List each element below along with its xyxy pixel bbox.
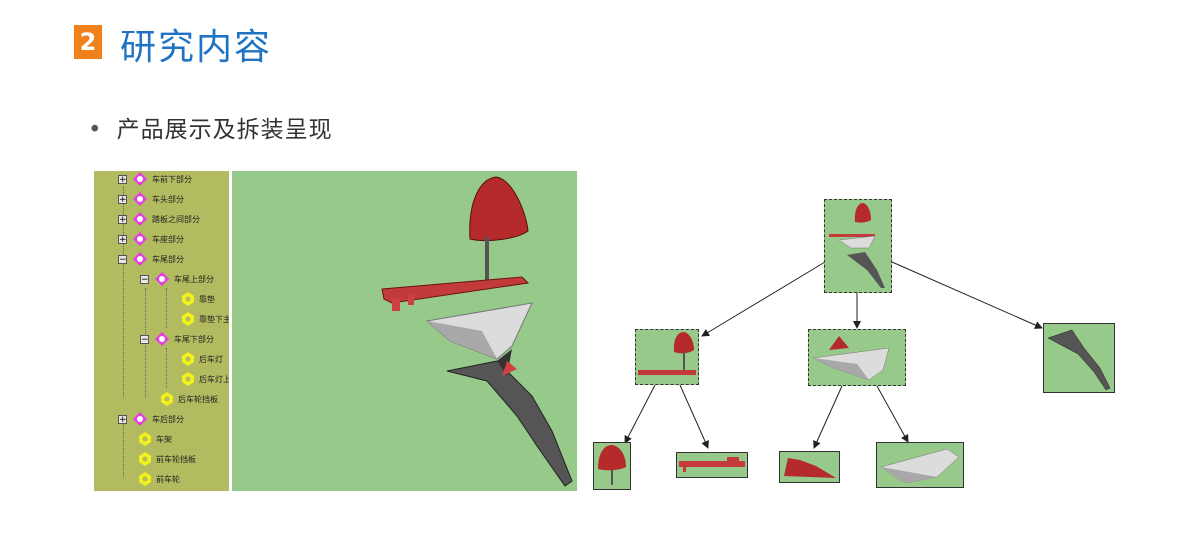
tree-node[interactable]: + 车头部分 — [118, 191, 184, 207]
tree-node-label: 车尾下部分 — [174, 334, 214, 344]
part-icon — [182, 292, 194, 306]
slide-title: 研究内容 — [120, 27, 273, 68]
tree-node[interactable]: 靠垫下主 — [182, 311, 229, 327]
tree-connector — [123, 417, 124, 477]
panel-divider[interactable] — [229, 171, 231, 491]
tree-node-label: 后车灯 — [199, 354, 223, 364]
rear-assembly-thumbnail — [829, 203, 885, 288]
tree-node-label: 踏板之间部分 — [152, 214, 200, 224]
diagram-node-cushion-lower — [676, 452, 748, 478]
tree-node[interactable]: − 车尾下部分 — [140, 331, 214, 347]
tree-connector — [166, 348, 167, 388]
tree-node[interactable]: + 踏板之间部分 — [118, 211, 200, 227]
tree-node-label: 后车灯上 — [199, 374, 229, 384]
tree-node[interactable]: 后车灯 — [182, 351, 223, 367]
expand-icon[interactable]: + — [118, 174, 127, 185]
tail-light-upper-thumbnail — [880, 448, 960, 484]
tree-node-label: 后车轮挡板 — [178, 394, 218, 404]
tree-node-label: 前车轮 — [156, 474, 180, 484]
collapse-icon[interactable]: − — [140, 334, 149, 345]
tree-node-label: 车尾部分 — [152, 254, 184, 264]
diagram-node-rear-lower — [808, 329, 906, 386]
tree-node-label: 车座部分 — [152, 234, 184, 244]
part-icon — [182, 312, 194, 326]
tree-node-label: 车前下部分 — [152, 174, 192, 184]
collapse-icon[interactable]: − — [118, 254, 127, 265]
expand-icon[interactable]: + — [118, 414, 127, 425]
tree-connector — [166, 288, 167, 328]
tree-node-label: 车后部分 — [152, 414, 184, 424]
bullet-dot-icon: • — [88, 117, 103, 143]
assembly-tree-panel: +车前下部分 +车头部分 +踏板之间部分 +车座部分 −车尾部分 −车尾上部分 … — [94, 171, 229, 491]
assembly-icon — [133, 172, 147, 186]
diagram-node-rear-fender — [1043, 323, 1115, 393]
assembly-icon — [133, 212, 147, 226]
tree-node-label: 车尾上部分 — [174, 274, 214, 284]
expand-icon[interactable]: + — [118, 194, 127, 205]
tree-node[interactable]: + 车座部分 — [118, 231, 184, 247]
expand-icon[interactable]: + — [118, 214, 127, 225]
scooter-rear-model — [381, 176, 573, 487]
model-viewport[interactable] — [232, 171, 577, 491]
diagram-node-cushion — [593, 442, 631, 490]
rear-upper-thumbnail — [638, 332, 696, 375]
assembly-icon — [155, 272, 169, 286]
bullet-text: 产品展示及拆装呈现 — [116, 117, 333, 143]
assembly-icon — [133, 412, 147, 426]
slide-number-badge: 2 — [74, 25, 102, 59]
part-icon — [182, 352, 194, 366]
assembly-icon — [155, 332, 169, 346]
collapse-icon[interactable]: − — [140, 274, 149, 285]
diagram-arrows — [624, 261, 1043, 449]
rear-fender-thumbnail — [1047, 329, 1111, 391]
assembly-icon — [133, 192, 147, 206]
expand-icon[interactable]: + — [118, 234, 127, 245]
tree-node[interactable]: + 车后部分 — [118, 411, 184, 427]
tree-connector — [123, 187, 124, 397]
part-icon — [161, 392, 173, 406]
diagram-node-rear-upper — [635, 329, 699, 385]
assembly-icon — [133, 252, 147, 266]
tree-node[interactable]: 后车轮挡板 — [161, 391, 218, 407]
part-icon — [182, 372, 194, 386]
tree-node[interactable]: 车架 — [139, 431, 172, 447]
tree-node-label: 前车轮挡板 — [156, 454, 196, 464]
diagram-node-tail-light — [779, 451, 840, 483]
disassembly-diagram — [590, 190, 1130, 500]
tail-light-thumbnail — [784, 458, 836, 478]
assembly-icon — [133, 232, 147, 246]
diagram-node-tail-light-upper — [876, 442, 964, 488]
tree-node[interactable]: − 车尾部分 — [118, 251, 184, 267]
tree-node-label: 靠垫 — [199, 294, 215, 304]
part-icon — [139, 452, 151, 466]
tree-node[interactable]: 靠垫 — [182, 291, 215, 307]
tree-node[interactable]: 前车轮 — [139, 471, 180, 487]
cushion-lower-thumbnail — [679, 457, 745, 472]
tree-node[interactable]: − 车尾上部分 — [140, 271, 214, 287]
tree-node-label: 车头部分 — [152, 194, 184, 204]
tree-node[interactable]: 前车轮挡板 — [139, 451, 196, 467]
tree-node-label: 车架 — [156, 434, 172, 444]
tree-node[interactable]: 后车灯上 — [182, 371, 229, 387]
cushion-thumbnail — [598, 445, 626, 485]
tree-node[interactable]: + 车前下部分 — [118, 171, 192, 187]
tree-node-label: 靠垫下主 — [199, 314, 229, 324]
part-icon — [139, 472, 151, 486]
diagram-node-rear-assembly — [824, 199, 892, 293]
bullet-item: • 产品展示及拆装呈现 — [88, 110, 333, 144]
part-icon — [139, 432, 151, 446]
rear-lower-thumbnail — [812, 336, 890, 381]
